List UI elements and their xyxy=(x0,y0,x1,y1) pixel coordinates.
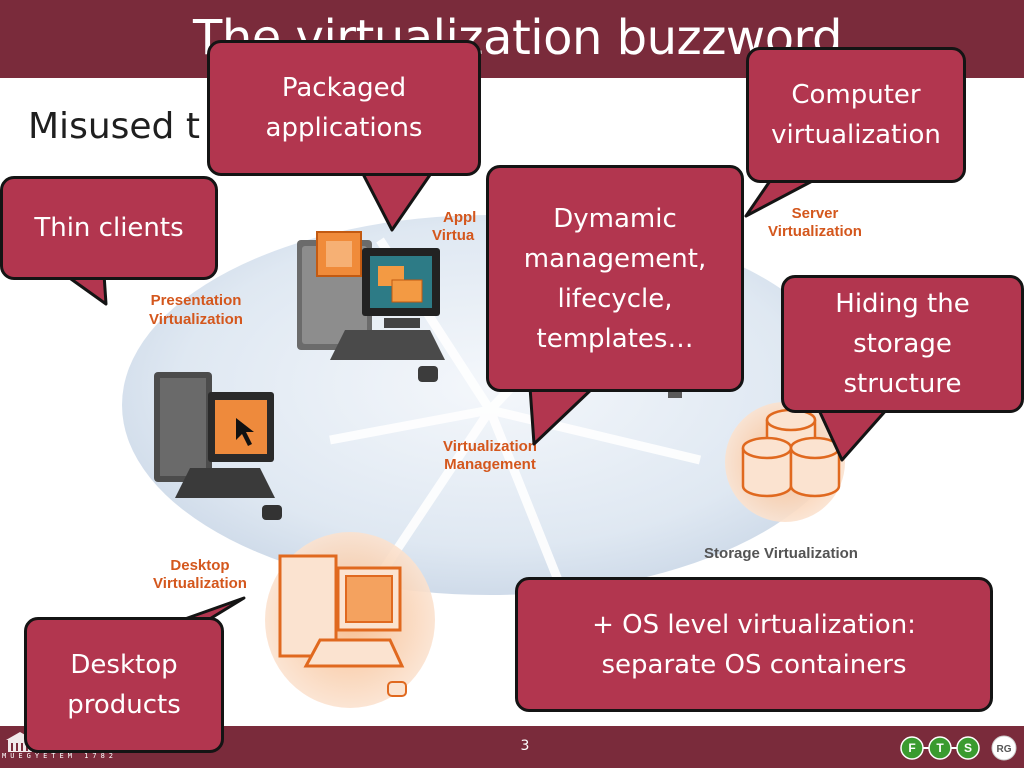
label-management-1: Virtualization xyxy=(443,438,537,455)
dept-logo-t: T xyxy=(936,741,944,755)
callout-text-line: management, xyxy=(523,243,707,274)
label-storage: Storage Virtualization xyxy=(704,545,858,562)
callout-text-line: Thin clients xyxy=(34,213,184,243)
callout-text-line: virtualization xyxy=(771,120,941,150)
callout-text-line: products xyxy=(67,690,181,720)
label-server-1: Server xyxy=(792,205,839,222)
callout-hiding-storage: Hiding the storage structure xyxy=(781,275,1024,413)
label-desktop-1: Desktop xyxy=(170,557,229,574)
callout-os-level: + OS level virtualization: separate OS co… xyxy=(515,577,993,712)
label-management-2: Management xyxy=(444,456,536,473)
callout-text-line: Packaged xyxy=(281,73,407,103)
label-server-2: Virtualization xyxy=(768,223,862,240)
callout-text-line: applications xyxy=(265,113,423,143)
slide-subtitle: Misused t xyxy=(28,106,200,147)
slide-header: The virtualization buzzword xyxy=(0,0,1024,78)
callout-thin-clients: Thin clients xyxy=(0,176,218,280)
callout-computer-virtualization: Computer virtualization xyxy=(746,47,966,183)
university-text: MŰEGYETEM 1782 xyxy=(2,752,118,760)
label-presentation-1: Presentation xyxy=(151,292,242,309)
callout-text-line: Desktop xyxy=(70,650,178,680)
dept-logo-s: S xyxy=(964,741,972,755)
callout-text-line: Computer xyxy=(791,80,921,110)
dept-logo-f: F xyxy=(908,741,915,755)
callout-text-line: templates… xyxy=(536,323,694,354)
callout-text-line: Hiding the xyxy=(835,289,970,319)
callout-packaged-applications: Packaged applications xyxy=(207,40,481,176)
department-logos-icon: F T S RG xyxy=(900,735,1017,761)
label-application-1: Appl xyxy=(443,209,476,226)
page-number: 3 xyxy=(520,738,530,754)
dept-logo-rg: RG xyxy=(997,744,1012,755)
callout-text-line: lifecycle, xyxy=(557,283,673,314)
label-presentation-2: Virtualization xyxy=(149,311,243,328)
label-desktop-2: Virtualization xyxy=(153,575,247,592)
callout-text-line: Dymamic xyxy=(553,203,677,234)
presentation-computer-icon xyxy=(154,372,282,520)
callout-dynamic-management: Dymamic management, lifecycle, templates… xyxy=(486,165,744,392)
callout-text-line: separate OS containers xyxy=(601,649,907,680)
storage-cylinders-icon xyxy=(725,402,845,522)
callout-desktop-products: Desktop products xyxy=(24,617,224,753)
callout-text-line: storage xyxy=(853,329,952,359)
application-computer-icon xyxy=(297,231,445,382)
desktop-computer-icon xyxy=(265,532,435,708)
callout-text-line: structure xyxy=(843,369,962,399)
label-application-2: Virtua xyxy=(432,227,475,244)
callout-text-line: + OS level virtualization: xyxy=(592,609,916,640)
